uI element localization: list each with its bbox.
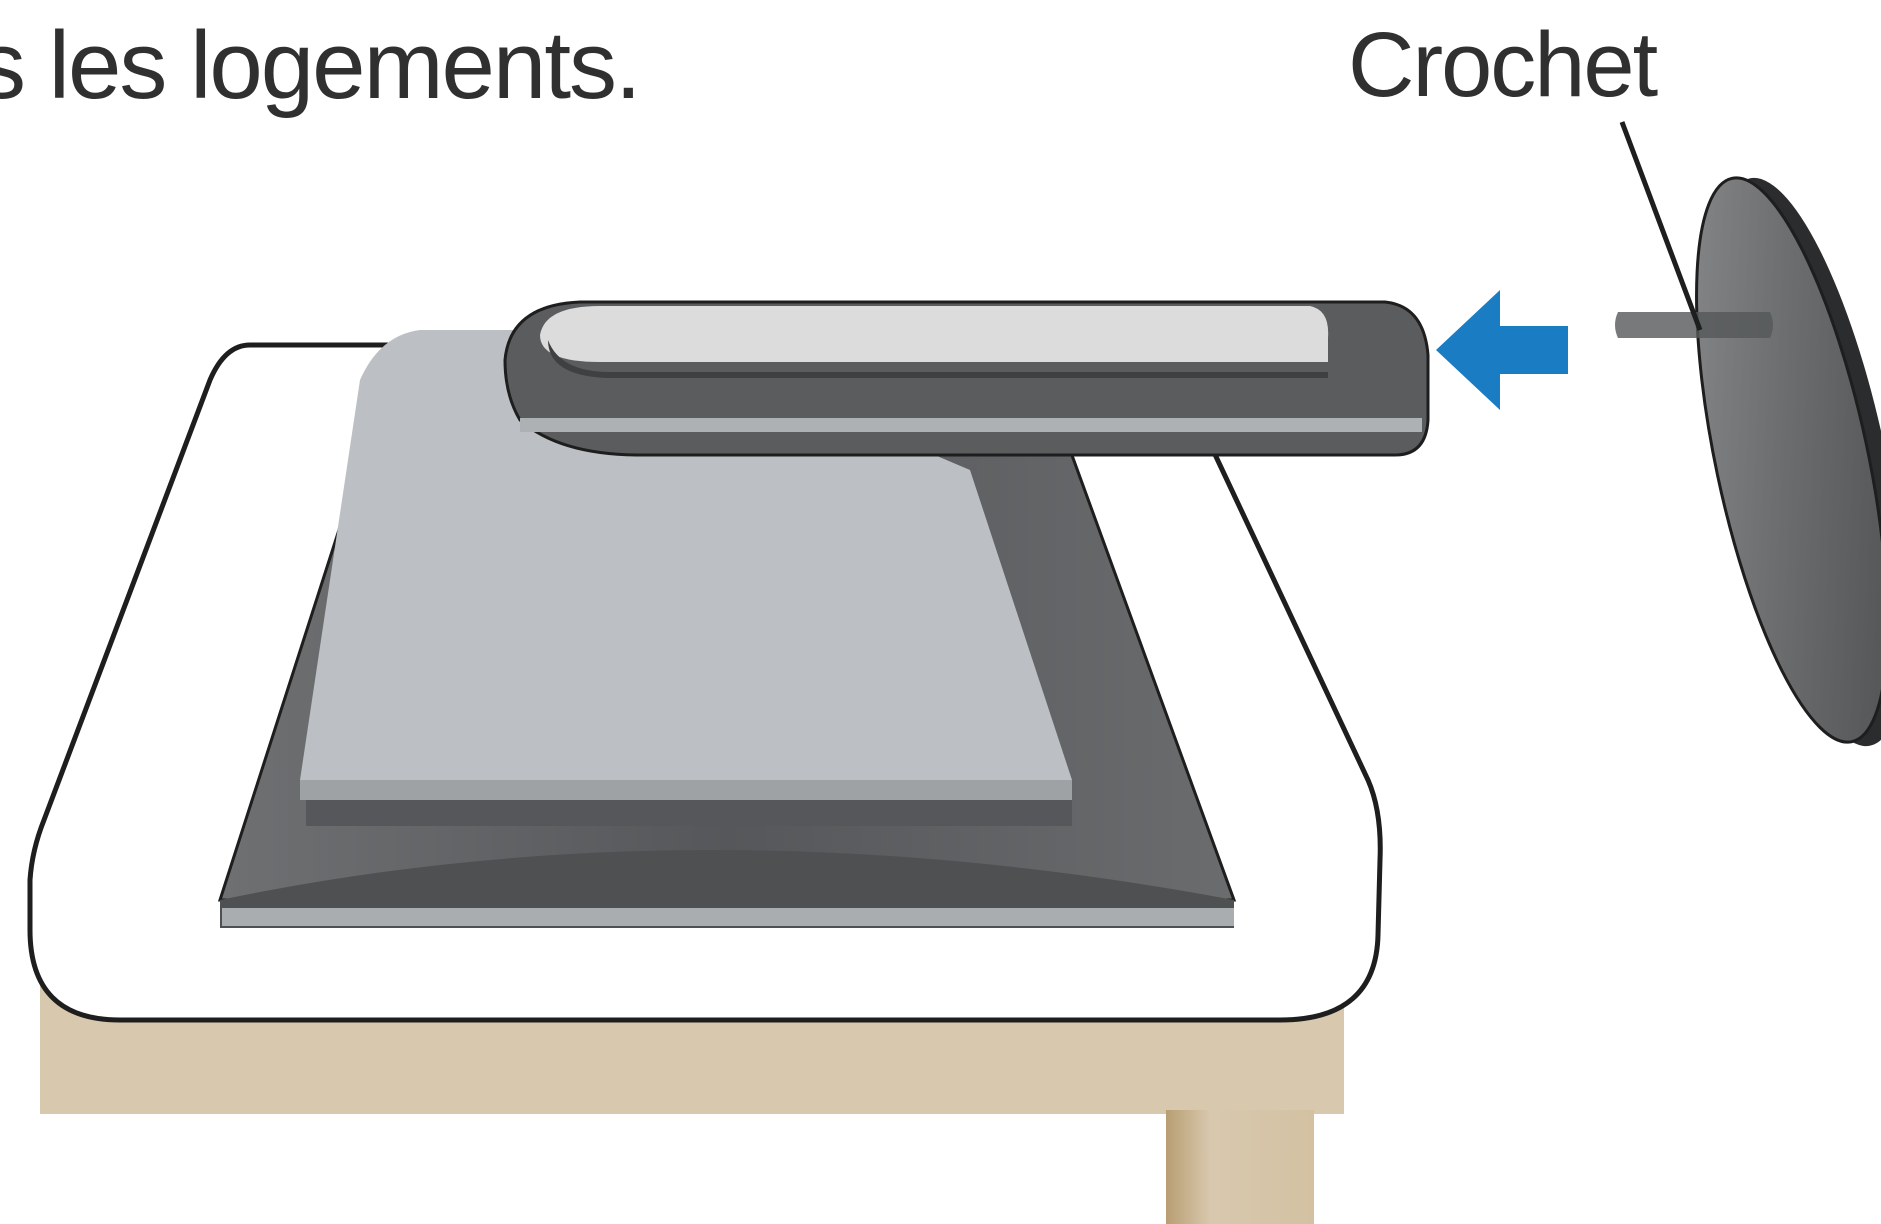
- direction-arrow: [1436, 290, 1568, 410]
- base-step-light: [300, 780, 1072, 800]
- neck-slot: [548, 340, 1328, 378]
- hook-leader-line: [1619, 121, 1703, 331]
- base-front-edge: [222, 908, 1234, 926]
- stand-neck: [503, 300, 1430, 457]
- instruction-text: s les logements.: [0, 12, 642, 119]
- neck-highlight: [520, 418, 1422, 432]
- neck-top-face: [540, 306, 1329, 362]
- disc-face: [1695, 176, 1881, 744]
- base-step-dark: [306, 800, 1072, 826]
- table-leg: [1166, 1110, 1314, 1224]
- hook-label: Crochet: [1348, 14, 1658, 116]
- hook-slot: [1615, 312, 1773, 338]
- stand-hook-disc: [1615, 176, 1881, 747]
